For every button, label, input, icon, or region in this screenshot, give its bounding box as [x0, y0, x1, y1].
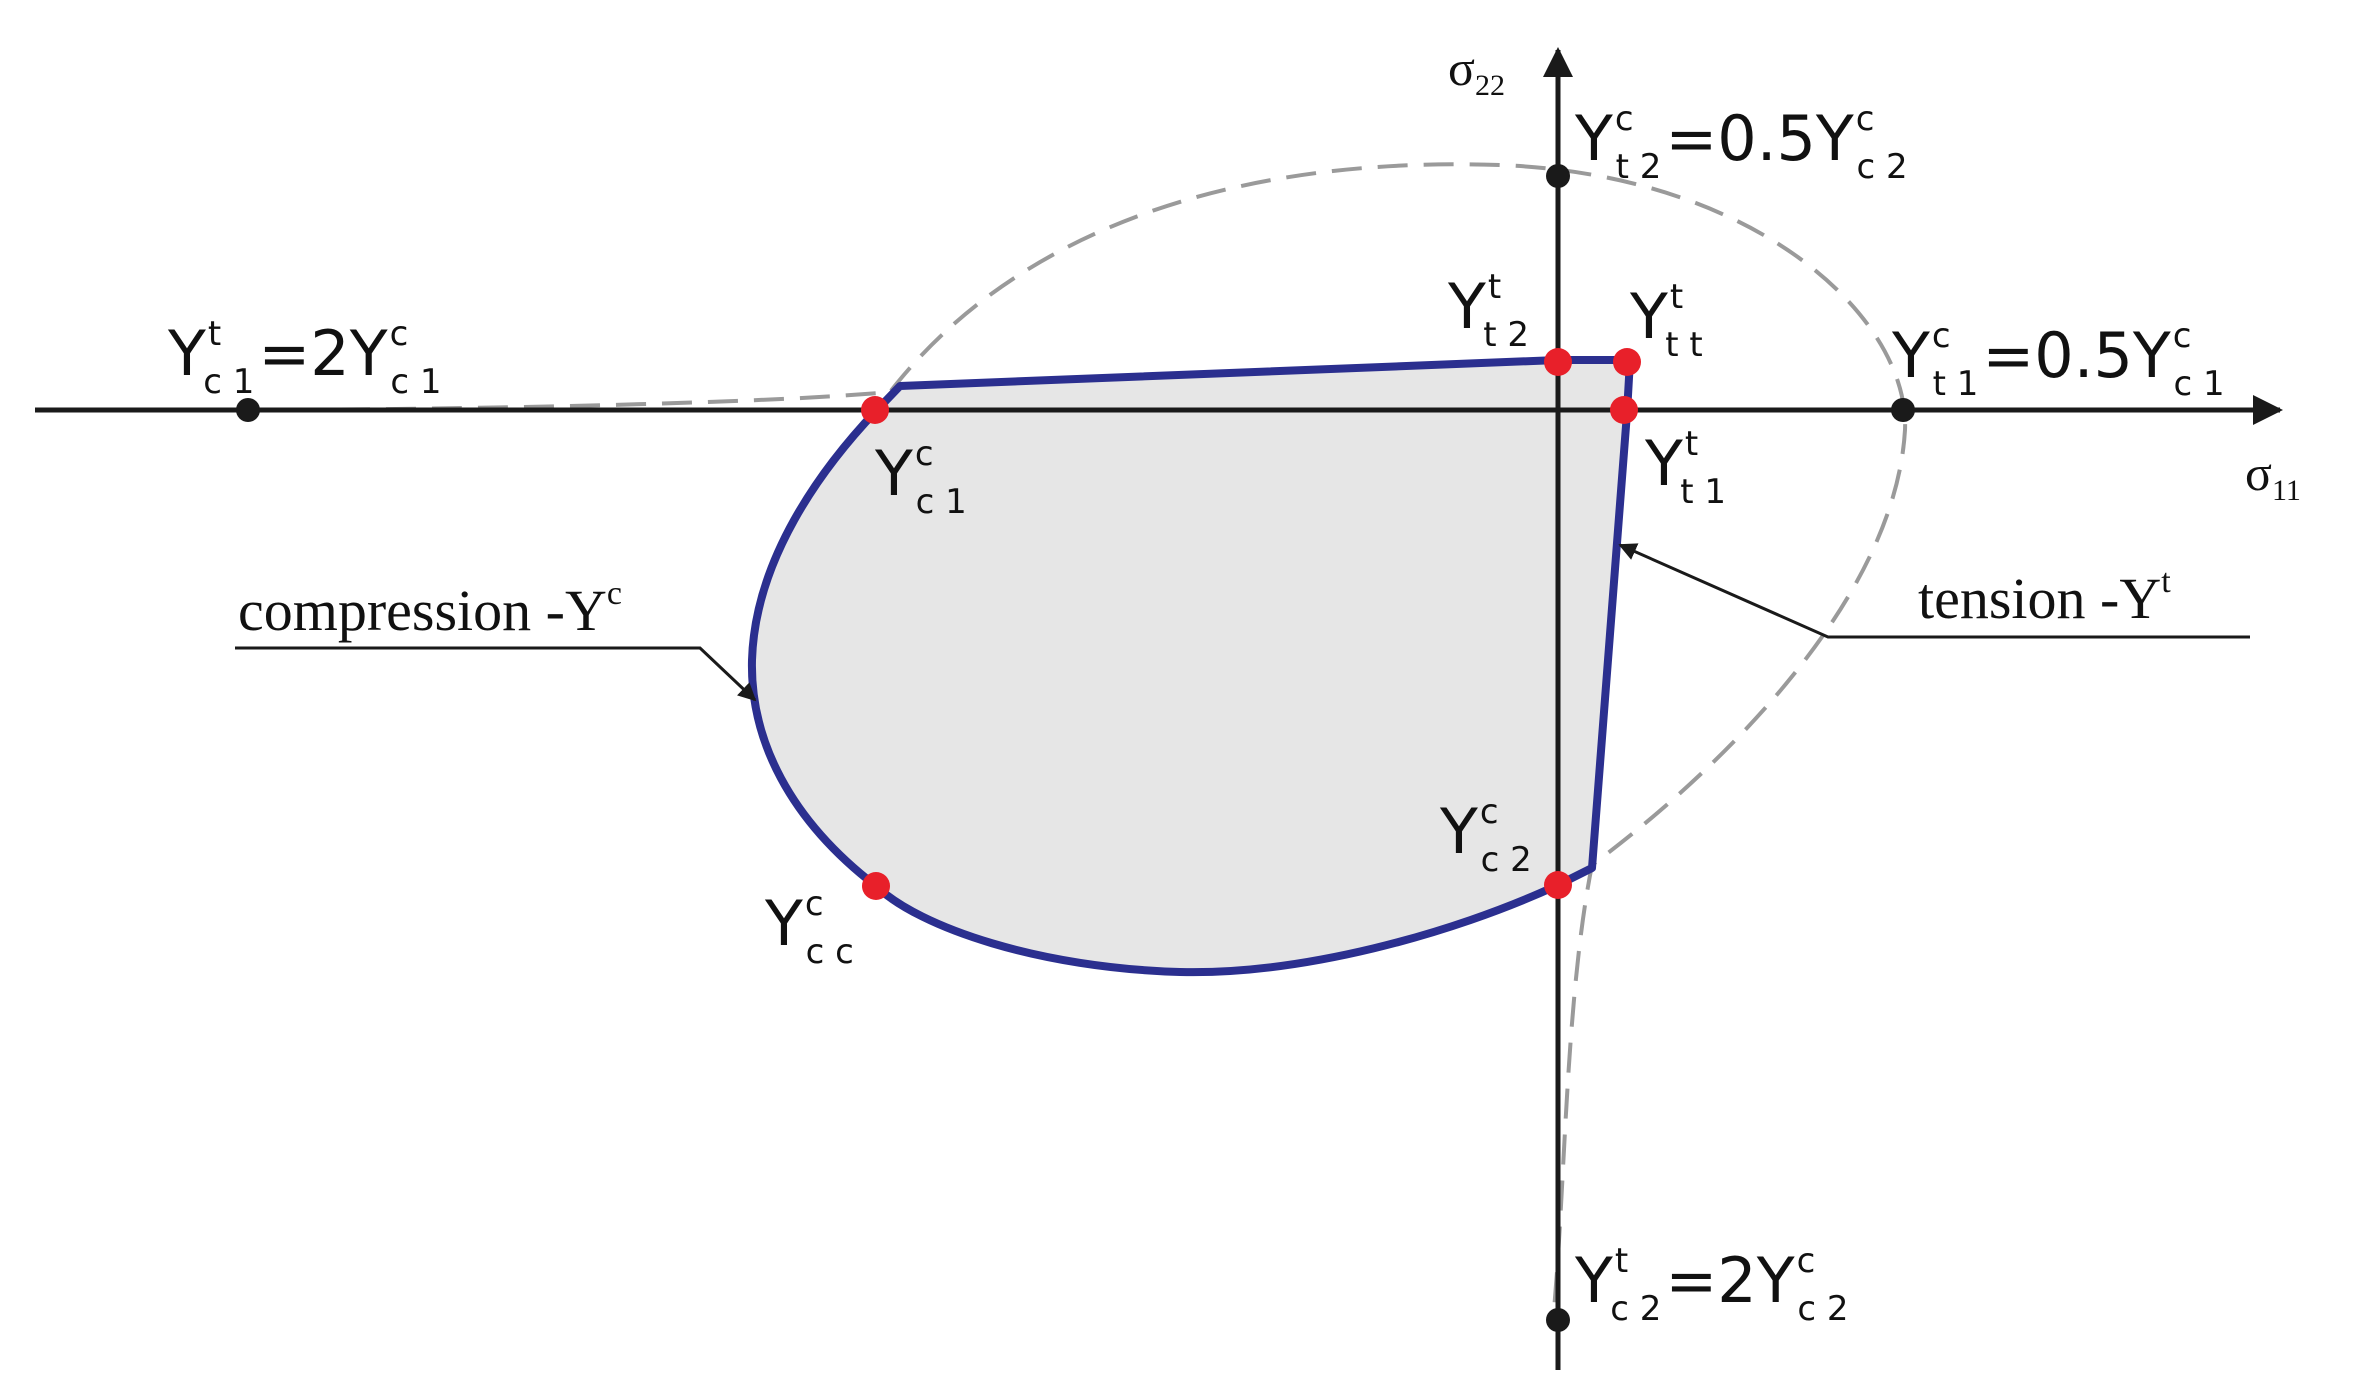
- reference-ellipse-dashed: [247, 162, 1908, 1321]
- tension-leader-line: [1618, 543, 2250, 639]
- point-yc1c: [861, 396, 889, 424]
- tension-callout-label: tension -Yt: [1918, 563, 2171, 631]
- point-yc1t: [236, 398, 260, 422]
- point-yt2t: [1544, 348, 1572, 376]
- sigma22-label: σ22: [1448, 40, 1505, 102]
- failure-envelope: [747, 356, 1634, 977]
- compression-callout-label: compression -Yc: [238, 575, 622, 643]
- point-yc2t: [1546, 1308, 1570, 1332]
- point-yt1t: [1610, 396, 1638, 424]
- sigma11-label: σ11: [2245, 445, 2301, 507]
- point-yt1c: [1891, 398, 1915, 422]
- point-yttt: [1613, 348, 1641, 376]
- point-yt2c: [1546, 164, 1570, 188]
- point-yccc: [862, 872, 890, 900]
- compression-leader-line: [235, 646, 757, 702]
- point-yc2c: [1544, 871, 1572, 899]
